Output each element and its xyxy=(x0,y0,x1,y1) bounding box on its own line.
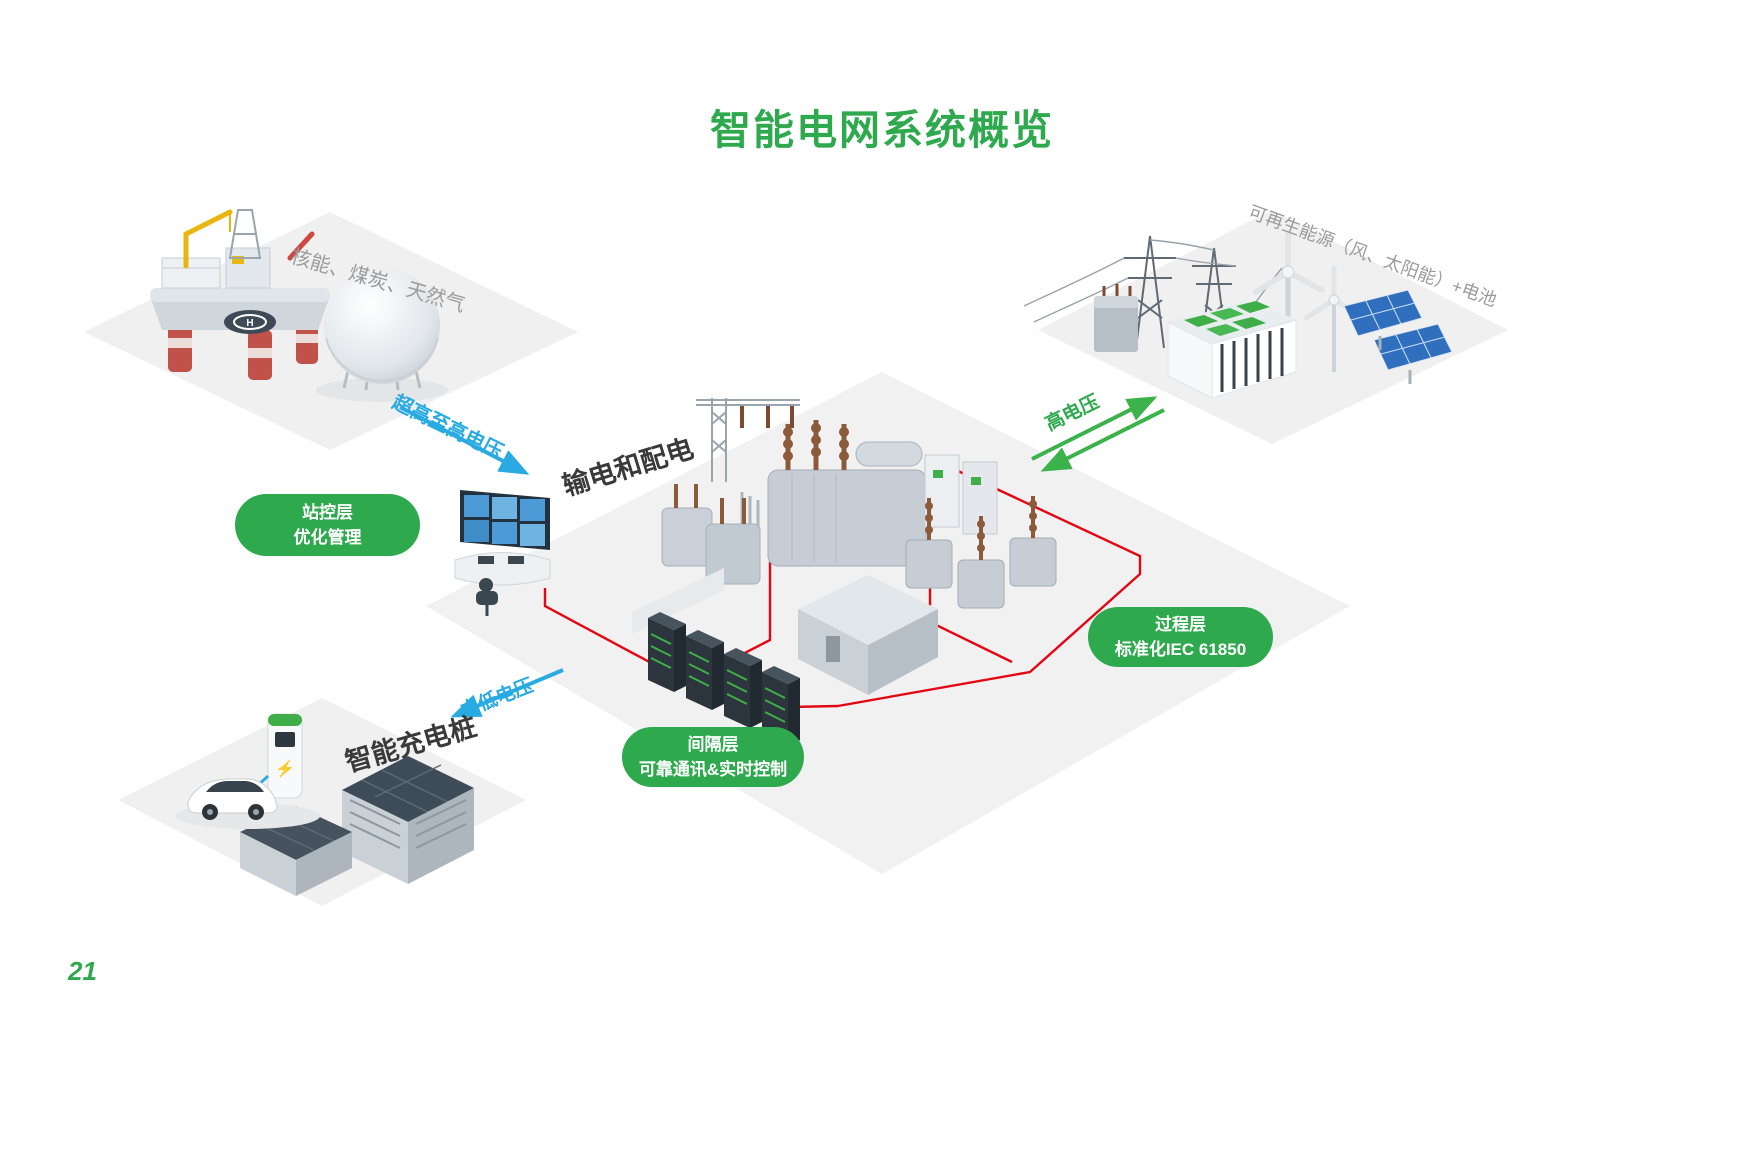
badge-bay-line1: 间隔层 xyxy=(687,734,739,754)
bolt-icon: ⚡ xyxy=(275,759,295,778)
substation-building-illustration xyxy=(798,575,938,695)
control-station-illustration xyxy=(454,490,551,616)
gantry-insulators xyxy=(740,406,794,428)
page-title: 智能电网系统概览 xyxy=(710,107,1054,153)
hv-arrow-down xyxy=(1040,408,1165,472)
badge-bay-layer: 间隔层 可靠通讯&实时控制 xyxy=(622,727,804,787)
badge-station-line1: 站控层 xyxy=(302,502,353,522)
oil-rig-illustration: H xyxy=(150,209,330,380)
battery-storage-illustration xyxy=(1167,300,1297,399)
badge-station-line2: 优化管理 xyxy=(293,528,362,547)
badge-process-line1: 过程层 xyxy=(1155,614,1206,634)
gantry-tower-illustration xyxy=(696,398,800,482)
ev-charging-illustration: ⚡ xyxy=(176,713,320,829)
badge-bay-line2: 可靠通讯&实时控制 xyxy=(638,760,788,779)
badge-process-line2: 标准化IEC 61850 xyxy=(1114,640,1247,659)
page-number: 21 xyxy=(68,956,97,986)
platform-ev xyxy=(118,698,526,906)
main-transformer-illustration xyxy=(740,420,927,567)
solar-panels-illustration xyxy=(1343,289,1453,384)
badge-process-layer: 过程层 标准化IEC 61850 xyxy=(1088,607,1273,667)
gas-tank-illustration xyxy=(316,268,448,402)
medium-transformers-illustration xyxy=(661,484,761,585)
hv-transformers-illustration xyxy=(905,496,1057,609)
renewables-substation-box xyxy=(1094,284,1138,352)
monitor-wall-icon xyxy=(464,495,545,546)
substation-illustration xyxy=(454,398,1057,747)
mlv-arrow xyxy=(450,668,564,718)
svg-text:H: H xyxy=(246,318,253,329)
server-racks-illustration xyxy=(632,568,801,747)
badge-station-layer: 站控层 优化管理 xyxy=(235,494,420,556)
uhv-arrow xyxy=(399,405,530,475)
